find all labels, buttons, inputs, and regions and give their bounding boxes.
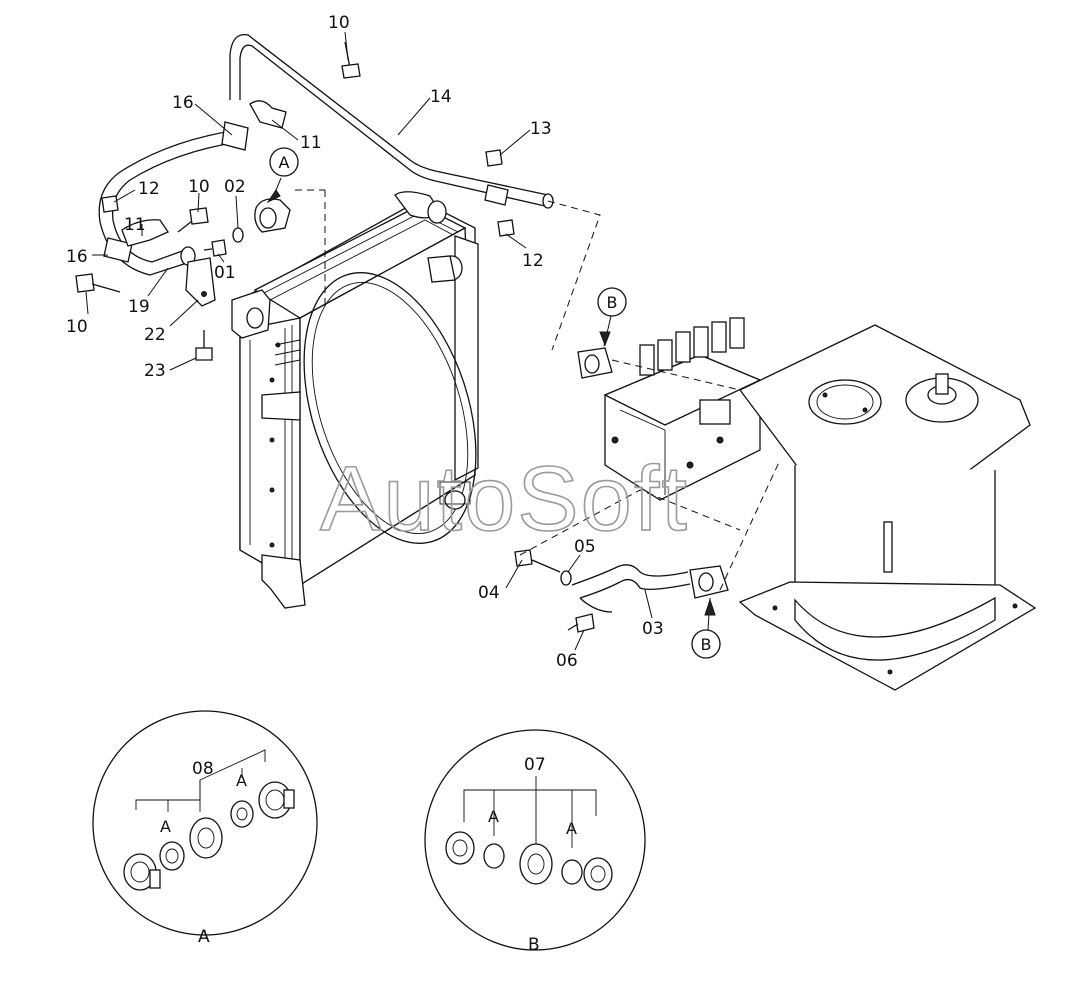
plug-04 (514, 549, 561, 573)
pipe-14 (229, 34, 554, 209)
control-valve (603, 317, 762, 501)
connection-lines (295, 189, 781, 591)
callout-12-right: 12 (522, 251, 544, 271)
callout-02: 02 (224, 177, 246, 197)
marker-b-upper: B (597, 287, 627, 317)
marker-a-label: A (279, 153, 290, 172)
callout-11-lower: 11 (124, 215, 146, 235)
washer-05 (560, 570, 572, 586)
bolt-23 (195, 330, 213, 361)
detail-b-caption: B (528, 935, 540, 955)
callout-16-top: 16 (172, 93, 194, 113)
fitting-01 (203, 239, 227, 257)
detail-a-sub-right: A (236, 771, 247, 790)
callout-11-top: 11 (300, 133, 322, 153)
callouts: 10 14 16 11 13 12 10 02 11 16 01 19 10 2… (66, 13, 664, 671)
bracket-22 (185, 257, 216, 307)
callout-13: 13 (530, 119, 552, 139)
callout-22: 22 (144, 325, 166, 345)
pipe-03 (571, 564, 691, 613)
marker-b-lower-label: B (701, 635, 712, 654)
bolt-06 (567, 613, 595, 633)
flange-a (254, 198, 291, 233)
marker-b-lower: B (691, 629, 721, 659)
callout-03: 03 (642, 619, 664, 639)
callout-10-top: 10 (328, 13, 350, 33)
detail-a-sub-left: A (160, 817, 171, 836)
callout-01: 01 (214, 263, 236, 283)
detail-a: 08 A A A (92, 710, 318, 947)
callout-04: 04 (478, 583, 500, 603)
marker-b-upper-label: B (607, 293, 618, 312)
cap-12-right (497, 219, 515, 237)
callout-14: 14 (430, 87, 452, 107)
callout-16-lower: 16 (66, 247, 88, 267)
detail-b-part-label: 07 (524, 755, 546, 775)
detail-b-sub-right: A (566, 819, 577, 838)
detail-b: 07 A A B (424, 729, 646, 955)
hydraulic-tank (738, 324, 1037, 691)
flange-b-lower (689, 565, 729, 599)
detail-a-caption: A (198, 927, 210, 947)
callout-05: 05 (574, 537, 596, 557)
flange-b-upper (577, 347, 613, 379)
hose-19 (98, 100, 287, 276)
washer-02 (232, 227, 244, 243)
callout-10-left: 10 (66, 317, 88, 337)
detail-a-part-label: 08 (192, 759, 214, 779)
marker-a: A (269, 147, 299, 177)
oil-cooler-assembly (231, 191, 479, 609)
leader-lines (85, 31, 711, 651)
callout-06: 06 (556, 651, 578, 671)
callout-12-left: 12 (138, 179, 160, 199)
callout-19: 19 (128, 297, 150, 317)
callout-23: 23 (144, 361, 166, 381)
bolt-10-left (75, 273, 121, 293)
plug-13 (485, 149, 503, 167)
detail-b-sub-left: A (488, 807, 499, 826)
bolt-10-middle (177, 207, 209, 233)
bolt-10-top (341, 41, 361, 79)
watermark: AutoSoft (320, 448, 689, 550)
callout-10-middle: 10 (188, 177, 210, 197)
cap-12-left (101, 195, 119, 213)
